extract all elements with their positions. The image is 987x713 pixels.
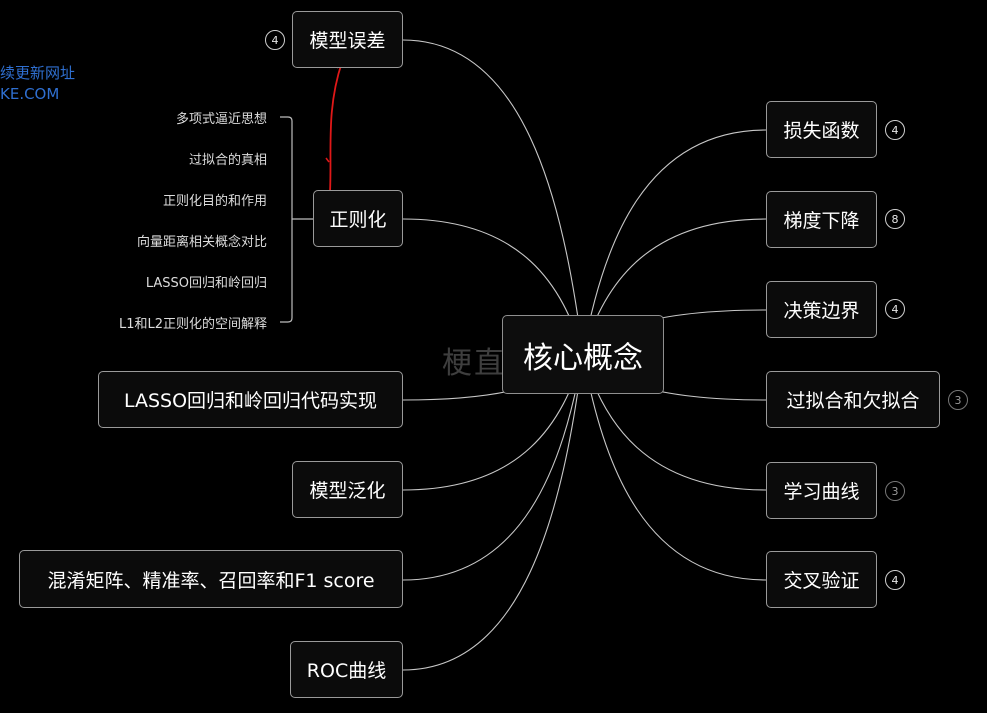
center-node[interactable]: 核心概念 [502,315,664,394]
node-roc-curve[interactable]: ROC曲线 [290,641,403,698]
node-gradient-descent[interactable]: 梯度下降 [766,191,877,248]
node-lasso-ridge-code[interactable]: LASSO回归和岭回归代码实现 [98,371,403,428]
connector-right-0 [582,129,767,355]
subitem-lasso-ridge[interactable]: LASSO回归和岭回归 [145,276,267,291]
site-text-line1: 续更新网址 [0,64,76,82]
subitem-overfitting-truth[interactable]: 过拟合的真相 [188,153,267,168]
connector-right-5 [582,353,767,581]
subitem-vector-distance[interactable]: 向量距离相关概念对比 [136,235,267,250]
node-model-generalization[interactable]: 模型泛化 [292,461,403,518]
node-loss-function[interactable]: 损失函数 [766,101,877,158]
loss-function-count-badge: 4 [885,120,905,140]
learning-curve-count-badge: 3 [885,481,905,501]
connector-left-5 [402,353,584,671]
subitem-polynomial[interactable]: 多项式逼近思想 [175,112,267,127]
model-error-count-badge: 4 [265,30,285,50]
node-cross-validation[interactable]: 交叉验证 [766,551,877,608]
node-model-error[interactable]: 模型误差 [292,11,403,68]
cross-validation-count-badge: 4 [885,570,905,590]
site-text-line2: KE.COM [0,85,60,103]
connector-left-0 [402,39,584,355]
overfit-underfit-count-badge: 3 [948,390,968,410]
node-confusion-matrix[interactable]: 混淆矩阵、精准率、召回率和F1 score [19,550,403,608]
subitem-regularization-purpose[interactable]: 正则化目的和作用 [162,194,267,209]
node-decision-boundary[interactable]: 决策边界 [766,281,877,338]
gradient-descent-count-badge: 8 [885,209,905,229]
red-arrow-annotation [329,61,343,193]
node-regularization[interactable]: 正则化 [313,190,403,247]
connector-left-4 [402,353,584,581]
node-learning-curve[interactable]: 学习曲线 [766,462,877,519]
node-overfit-underfit[interactable]: 过拟合和欠拟合 [766,371,940,428]
red-mark-annotation [325,157,330,163]
subitem-bracket [280,116,293,323]
subitem-l1-l2-space[interactable]: L1和L2正则化的空间解释 [118,317,267,332]
decision-boundary-count-badge: 4 [885,299,905,319]
